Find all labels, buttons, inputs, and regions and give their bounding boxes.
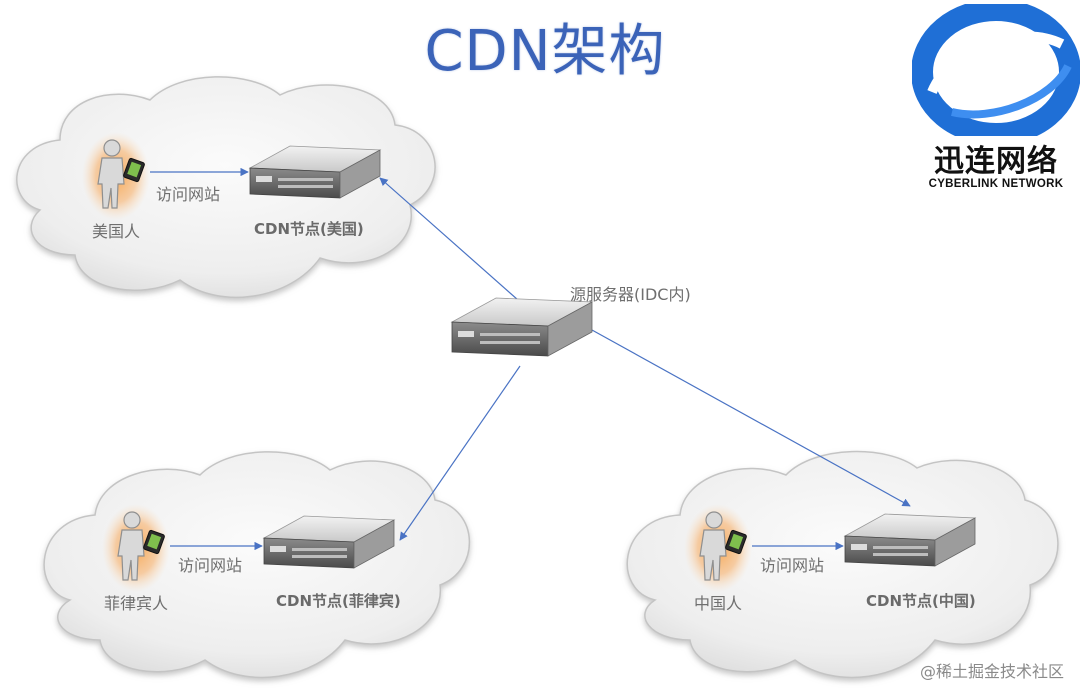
user-label-us: 美国人: [92, 222, 141, 241]
user-icon-cn: [684, 504, 752, 592]
user-icon-us: [82, 132, 150, 220]
cloud-cn: [626, 450, 1059, 679]
user-label-ph: 菲律宾人: [104, 594, 169, 613]
arrows: [150, 167, 911, 551]
user-icon-ph: [102, 504, 170, 592]
origin-server-label: 源服务器(IDC内): [570, 285, 691, 304]
node-label-ph: CDN节点(菲律宾): [276, 592, 401, 610]
logo-name-cn: 迅连网络: [934, 144, 1058, 179]
server-icon-cn-node: [843, 513, 977, 567]
arrow-origin-to-cn-node: [591, 329, 911, 507]
server-icon-ph-node: [262, 515, 396, 569]
node-label-cn: CDN节点(中国): [866, 592, 976, 610]
logo-swirl-icon: [912, 4, 1080, 136]
watermark: @稀土掘金技术社区: [919, 662, 1064, 681]
node-label-us: CDN节点(美国): [254, 220, 364, 238]
action-label-cn: 访问网站: [760, 556, 825, 575]
cloud-us: [16, 76, 436, 298]
logo-name-en: CYBERLINK NETWORK: [928, 178, 1064, 190]
logo: 迅连网络 CYBERLINK NETWORK: [912, 4, 1080, 196]
action-label-us: 访问网站: [156, 185, 221, 204]
page-title: CDN架构: [424, 19, 666, 84]
action-label-ph: 访问网站: [178, 556, 243, 575]
user-label-cn: 中国人: [694, 594, 743, 613]
arrow-origin-to-us-node: [379, 177, 519, 301]
server-icon-origin: [450, 297, 594, 357]
arrow-origin-to-ph-node: [399, 365, 521, 541]
server-icon-us-node: [248, 145, 382, 199]
